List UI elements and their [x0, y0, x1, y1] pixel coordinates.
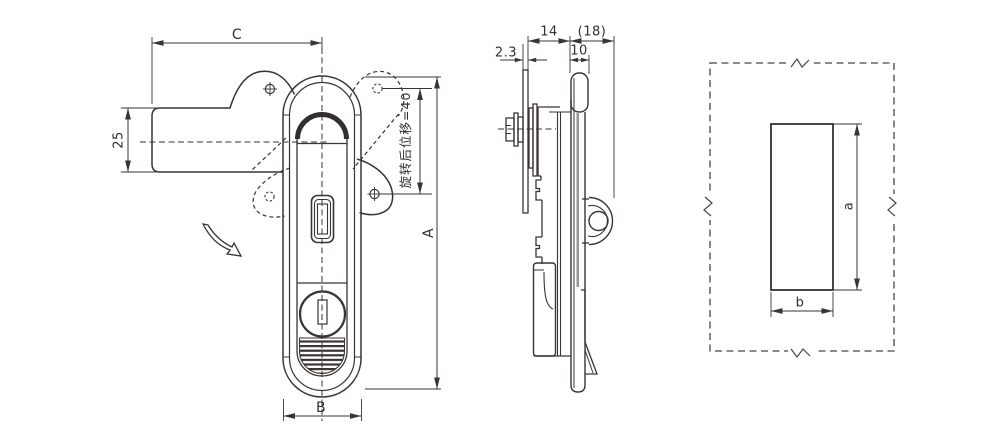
dim-label-mount-depth: 14 [540, 24, 558, 40]
side-view [498, 36, 615, 393]
dim-label-a-height: A [421, 227, 437, 239]
rotation-direction-arrow [201, 223, 243, 257]
dim-label-panel-thickness: 2.3 [494, 45, 518, 61]
cutout-view [703, 57, 900, 358]
dim-label-overall-depth: (18) [577, 24, 607, 40]
dim-label-b-width: B [315, 400, 327, 416]
dim-label-25: 25 [111, 131, 127, 149]
dim-label-cutout-height: a [841, 201, 857, 211]
dim-label-c: C [231, 27, 243, 43]
dim-label-rotation-note: 旋转后位移=40 [397, 91, 413, 189]
front-view [121, 37, 441, 421]
dim-label-front-depth: 10 [570, 43, 588, 59]
dim-label-cutout-width: b [795, 295, 805, 311]
